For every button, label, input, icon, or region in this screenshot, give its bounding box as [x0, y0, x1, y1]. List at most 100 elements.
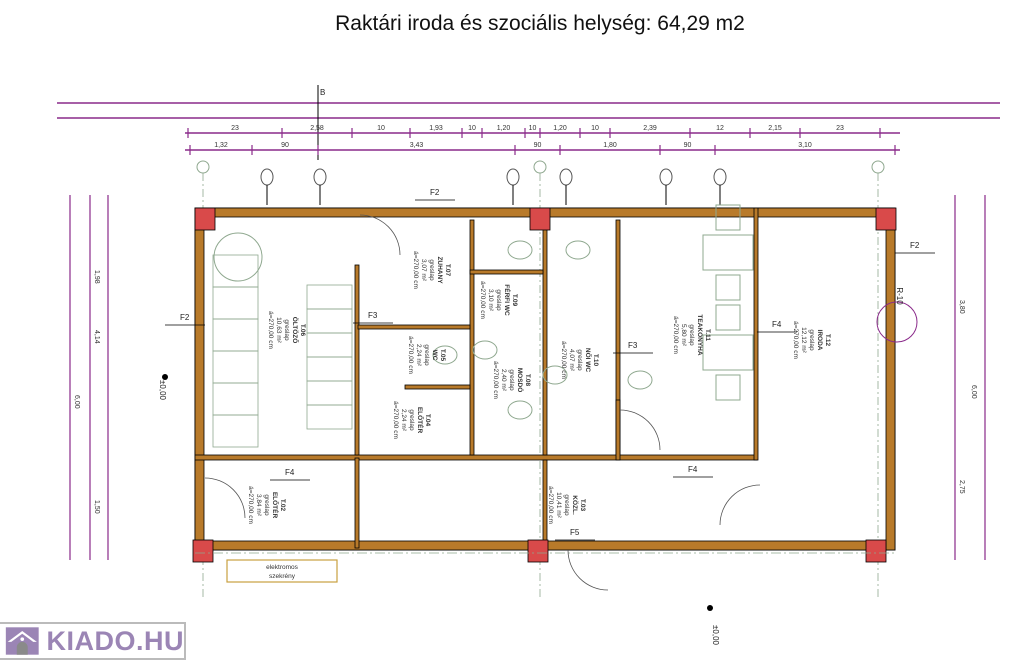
boiler	[213, 232, 263, 282]
window-tag-circle	[876, 301, 918, 343]
electric-cabinet	[226, 559, 338, 583]
kiado-logo[interactable]: KIADO.HU	[0, 622, 186, 660]
room-floor: greslap	[428, 259, 435, 281]
dimension-label: 1,20	[553, 125, 567, 132]
section-mark: F4	[285, 468, 295, 477]
window-tag-bubble	[260, 168, 274, 186]
room-name: ÖLTÖZŐ	[291, 317, 300, 344]
wall	[469, 269, 544, 275]
axis-marker: B	[320, 88, 325, 97]
room-name: KÖZL.	[571, 495, 580, 515]
room-height: á=270,00 cm	[247, 486, 254, 524]
dimension-label: 90	[534, 142, 542, 149]
room-height: á=270,00 cm	[792, 321, 799, 359]
dimension-label: 2,75	[958, 480, 965, 494]
wall	[542, 459, 548, 551]
room-area: 4,07 m²	[568, 349, 575, 372]
room-id: T.07	[444, 264, 451, 277]
dimension-label: 6,00	[970, 385, 977, 399]
bench	[306, 404, 353, 430]
door-swing	[567, 549, 609, 591]
section-mark: F3	[628, 341, 638, 350]
room-floor: greslap	[408, 409, 415, 431]
dimension-label: 10	[377, 125, 385, 132]
plan-title: Raktári iroda és szociális helység: 64,2…	[335, 12, 745, 35]
section-mark: F2	[180, 313, 190, 322]
axis-bubble	[196, 160, 210, 174]
room-area: 2,24 m²	[415, 344, 422, 367]
wall	[753, 207, 759, 461]
room-id: T.09	[511, 294, 518, 307]
table	[702, 334, 754, 371]
sanitary-fixture	[565, 240, 591, 260]
room-floor: greslap	[688, 324, 695, 346]
room-floor: greslap	[283, 319, 290, 341]
bench	[306, 332, 353, 358]
wall	[885, 207, 896, 551]
dimension-label: 3,10	[798, 142, 812, 149]
sanitary-fixture	[627, 370, 653, 390]
bench	[212, 382, 259, 416]
axis-bubble	[533, 160, 547, 174]
house-icon	[5, 627, 39, 655]
wall	[194, 454, 758, 461]
column	[527, 539, 549, 563]
room-area: 10,41 m²	[555, 492, 562, 518]
table	[702, 234, 754, 271]
window-tag-bubble	[313, 168, 327, 186]
wall	[469, 219, 475, 456]
room-id: T.02	[279, 499, 286, 512]
dimension-label: 1,80	[603, 142, 617, 149]
chair	[715, 274, 741, 301]
wall	[357, 324, 471, 330]
logo-text: KIADO.HU	[46, 625, 184, 656]
room-height: á=270,00 cm	[547, 486, 554, 524]
chair	[715, 374, 741, 401]
window-tag-bubble	[713, 168, 727, 186]
room-area: 10,63 m²	[275, 317, 282, 343]
room-height: á=270,00 cm	[267, 311, 274, 349]
room-name: MOSDÓ	[516, 368, 525, 393]
room-floor: greslap	[808, 329, 815, 351]
room-name: FÉRFI WC	[503, 284, 512, 316]
room-id: T.05	[439, 349, 446, 362]
window-tag: R-10	[895, 287, 904, 305]
wall	[615, 399, 621, 461]
room-id: T.10	[592, 354, 599, 367]
dimension-label: 12	[716, 125, 724, 132]
wall	[354, 264, 360, 456]
column	[865, 539, 887, 563]
wall	[354, 457, 360, 549]
room-id: T.11	[704, 329, 711, 341]
bench	[306, 284, 353, 310]
dimension-label: 3,43	[410, 142, 424, 149]
chair	[715, 304, 741, 331]
wall	[404, 384, 471, 390]
level-symbol	[162, 374, 168, 380]
level-mark: ±0,00	[158, 380, 167, 401]
dimension-label: 23	[231, 125, 239, 132]
window-tag-bubble	[506, 168, 520, 186]
room-floor: greslap	[576, 349, 583, 371]
sanitary-fixture	[507, 240, 533, 260]
dimension-label: 3,80	[958, 300, 965, 314]
room-name: TEAKONYHA	[696, 314, 703, 355]
section-mark: F4	[688, 465, 698, 474]
window-tag-bubble	[659, 168, 673, 186]
room-area: 3,10 m²	[487, 289, 494, 312]
dimension-label: 1,50	[93, 500, 100, 514]
bench	[212, 286, 259, 320]
room-name: ELŐTÉR	[416, 407, 425, 434]
sanitary-fixture	[542, 365, 568, 385]
electric-cabinet-label: szekrény	[269, 573, 296, 580]
room-height: á=270,00 cm	[407, 336, 414, 374]
